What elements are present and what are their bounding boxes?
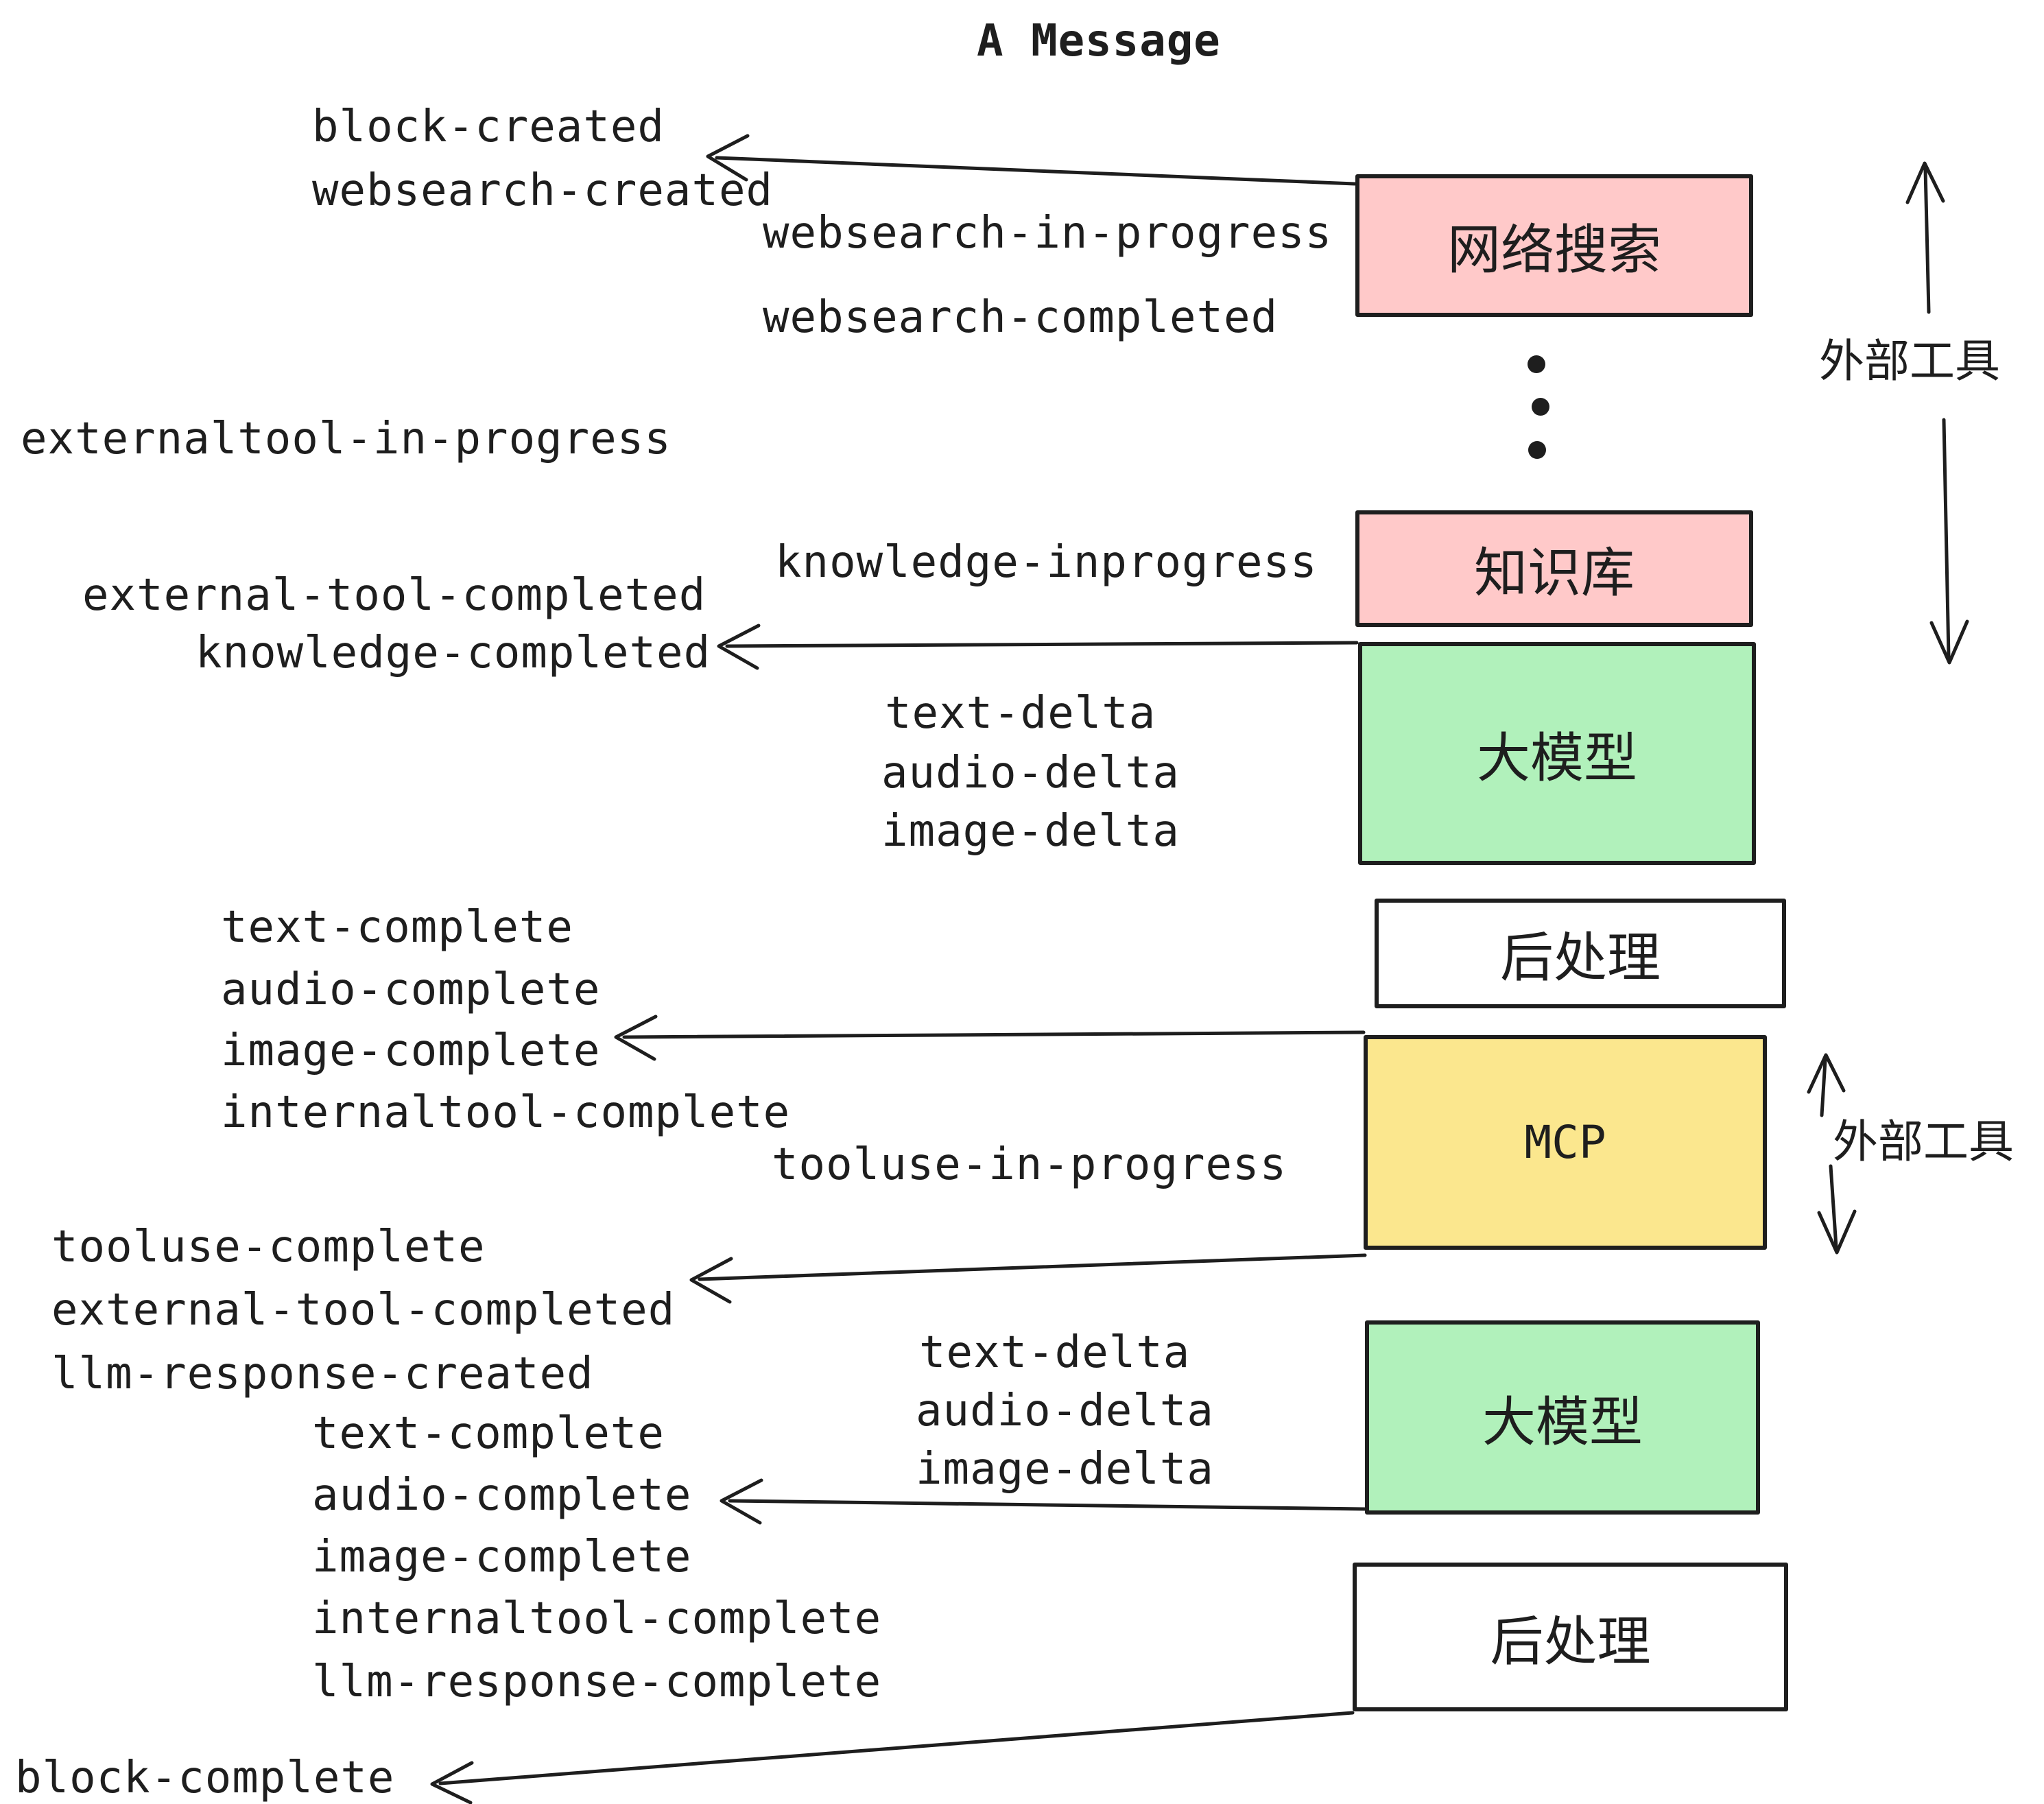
event-label-external-tool-completed-2: external-tool-completed (51, 1285, 676, 1336)
box-websearch: 网络搜索 (1355, 174, 1753, 317)
external-tools-label-bottom: 外部工具 (1833, 1115, 2014, 1168)
box-llm-1: 大模型 (1358, 642, 1756, 865)
event-label-internaltool-complete: internaltool-complete (221, 1087, 791, 1138)
arrow-head-left-icon (717, 624, 761, 670)
dot-icon (1528, 355, 1545, 373)
box-llm-1-label: 大模型 (1476, 727, 1637, 790)
event-label-audio-delta: audio-delta (881, 748, 1180, 798)
event-label-image-delta-2: image-delta (916, 1444, 1214, 1495)
event-label-text-delta-2: text-delta (919, 1327, 1191, 1378)
arrow-head-down-icon (1929, 619, 1969, 665)
box-llm-2: 大模型 (1365, 1320, 1760, 1515)
arrow-line-to-block-created (715, 156, 1357, 186)
event-label-audio-complete-2: audio-complete (312, 1470, 692, 1521)
event-label-block-created: block-created (312, 102, 665, 152)
event-label-tooluse-in-progress: tooluse-in-progress (772, 1139, 1287, 1190)
event-label-websearch-in-progress: websearch-in-progress (763, 208, 1333, 259)
arrow-head-up-icon (1905, 161, 1945, 204)
arrow-head-left-icon (720, 1478, 763, 1525)
arrow-line-to-audio-complete (728, 1499, 1368, 1511)
event-label-text-complete-2: text-complete (312, 1408, 665, 1459)
event-label-audio-delta-2: audio-delta (916, 1386, 1214, 1436)
event-label-websearch-completed: websearch-completed (763, 292, 1279, 343)
box-postprocess-2-label: 后处理 (1490, 1611, 1651, 1673)
event-label-internaltool-complete-2: internaltool-complete (312, 1593, 882, 1644)
event-label-llm-response-complete: llm-response-complete (312, 1657, 882, 1707)
arrow-line-to-image-complete (622, 1030, 1366, 1039)
arrow-head-down-icon (1817, 1209, 1857, 1255)
event-label-websearch-created: websearch-created (312, 165, 774, 216)
external-tools-1-up-arrow-line (1923, 167, 1931, 314)
arrow-line-to-knowledge-completed (725, 641, 1359, 648)
box-postprocess-2: 后处理 (1353, 1563, 1788, 1711)
box-websearch-label: 网络搜索 (1447, 219, 1661, 281)
event-label-block-complete: block-complete (15, 1753, 395, 1803)
arrow-head-left-icon (430, 1761, 474, 1804)
external-tools-label-top: 外部工具 (1819, 335, 2000, 388)
box-llm-2-label: 大模型 (1482, 1391, 1643, 1453)
vertical-ellipsis-dots-icon (1528, 355, 1549, 459)
arrow-head-left-icon (689, 1257, 733, 1304)
event-label-audio-complete: audio-complete (221, 964, 601, 1015)
arrow-head-left-icon (614, 1014, 658, 1061)
external-tools-2-down-arrow-line (1829, 1164, 1838, 1249)
box-postprocess-1: 后处理 (1375, 899, 1786, 1008)
event-label-image-delta: image-delta (881, 806, 1180, 857)
box-knowledge-base-label: 知识库 (1473, 543, 1635, 604)
event-label-llm-response-created: llm-response-created (51, 1349, 594, 1399)
event-label-image-complete-2: image-complete (312, 1532, 692, 1582)
event-label-externaltool-in-progress: externaltool-in-progress (21, 414, 672, 464)
arrow-head-up-icon (1807, 1053, 1846, 1094)
diagram-title: A Message (977, 16, 1221, 67)
box-knowledge-base: 知识库 (1355, 510, 1753, 627)
external-tools-1-down-arrow-line (1942, 418, 1951, 659)
event-label-tooluse-complete: tooluse-complete (51, 1222, 486, 1272)
event-label-external-tool-completed: external-tool-completed (82, 570, 706, 621)
box-mcp: MCP (1364, 1035, 1767, 1250)
arrow-line-to-block-complete (438, 1711, 1355, 1785)
external-tools-2-up-arrow-line (1820, 1058, 1827, 1117)
box-mcp-label: MCP (1524, 1116, 1606, 1169)
event-label-knowledge-completed: knowledge-completed (195, 628, 711, 678)
dot-icon (1532, 398, 1549, 416)
arrow-line-to-external-tool-completed (698, 1253, 1367, 1281)
event-label-image-complete: image-complete (221, 1025, 601, 1076)
arrow-head-left-icon (706, 134, 750, 182)
event-label-knowledge-inprogress: knowledge-inprogress (775, 537, 1318, 588)
dot-icon (1528, 441, 1546, 459)
event-label-text-complete: text-complete (221, 902, 573, 953)
event-label-text-delta: text-delta (885, 688, 1156, 739)
box-postprocess-1-label: 后处理 (1499, 927, 1661, 989)
